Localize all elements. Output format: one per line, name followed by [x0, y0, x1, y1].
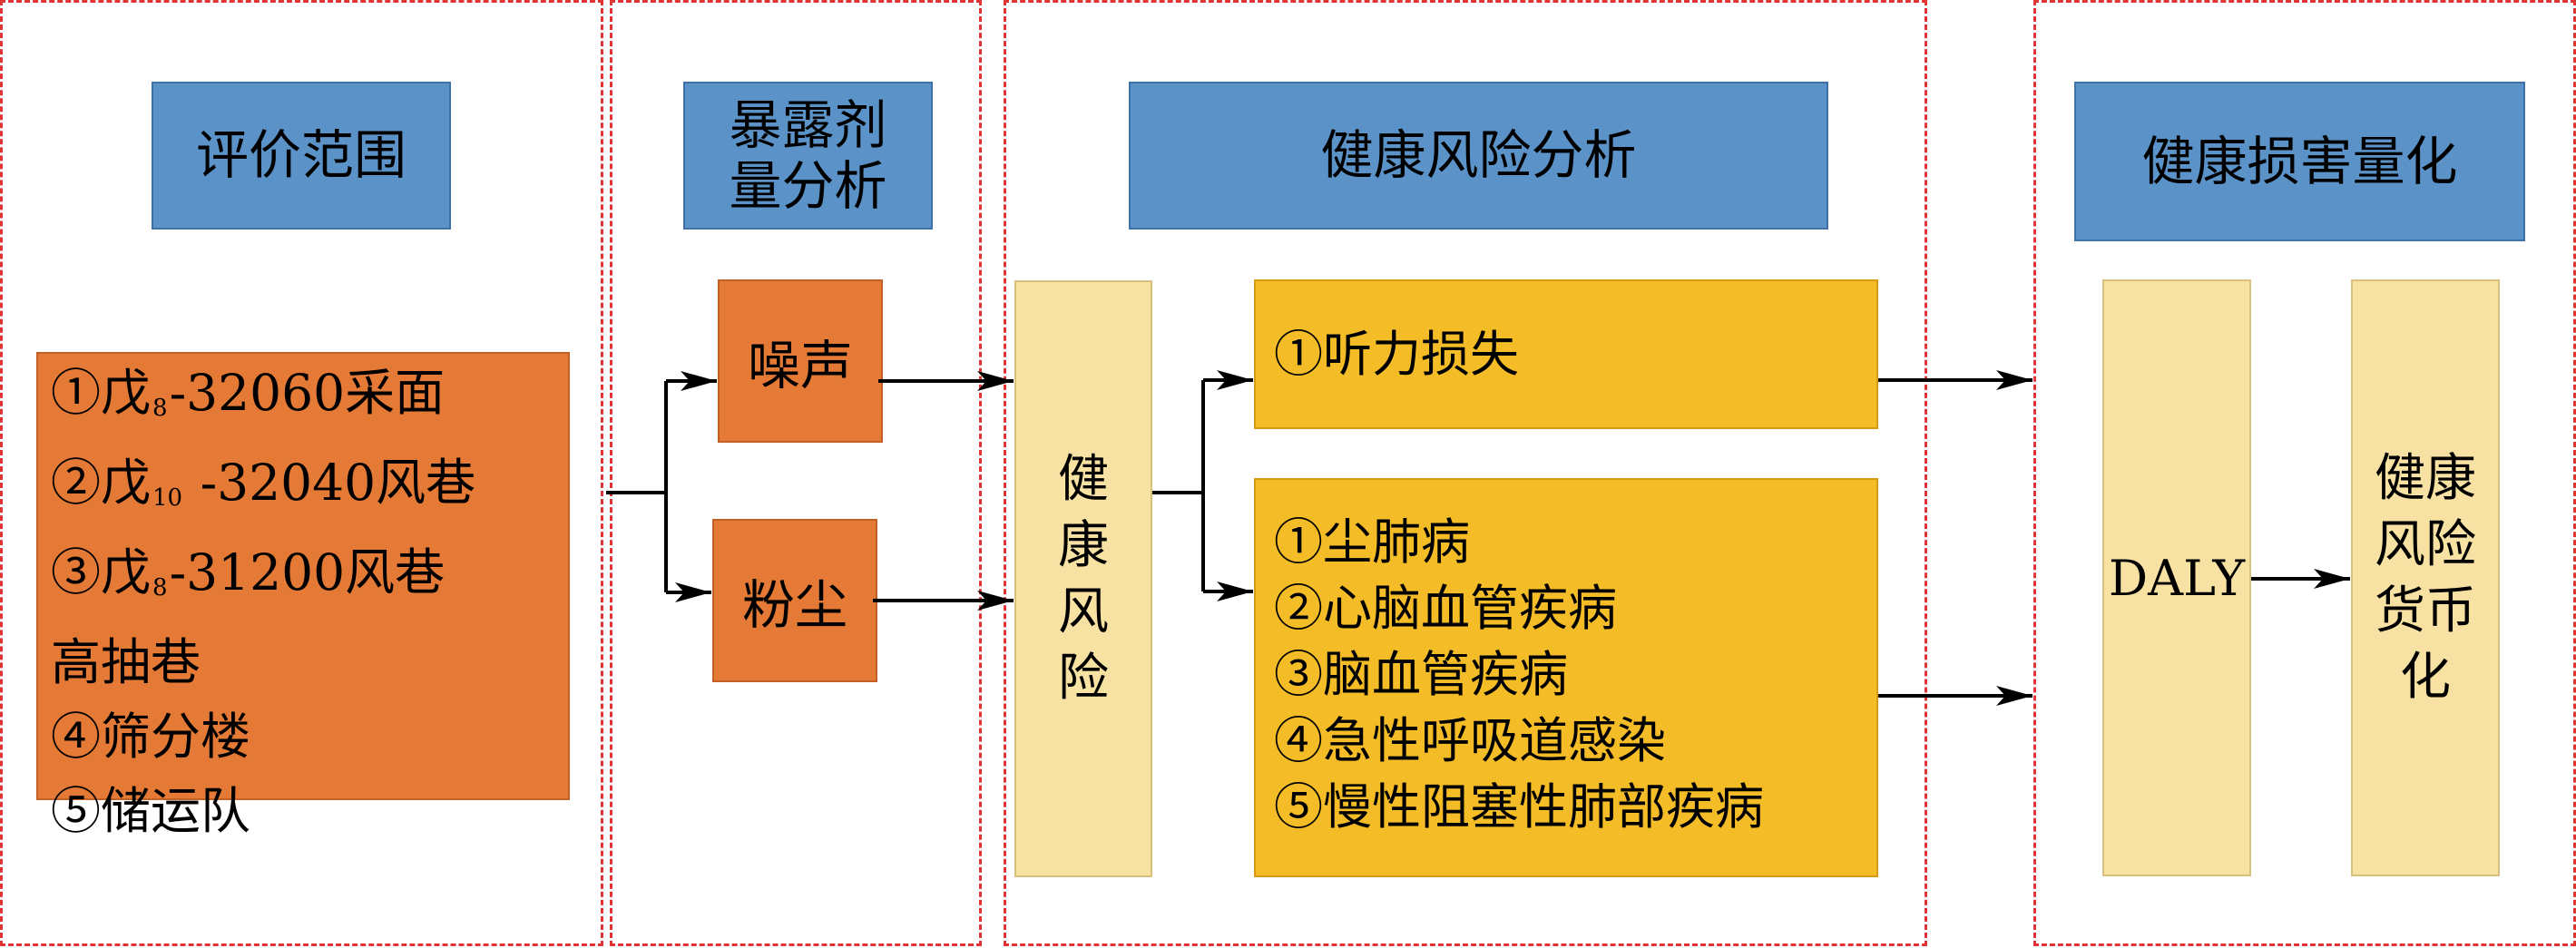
scope-item-4: ④筛分楼 — [51, 708, 251, 766]
health-risk-box: 健康风险 — [1014, 280, 1152, 877]
scope-list: ①戊8-32060采面 ②戊10 -32040风巷 ③戊8-31200风巷 高抽… — [36, 352, 570, 840]
dust-effect-3: ③脑血管疾病 — [1274, 646, 1568, 703]
noise-effects-box: ①听力损失 — [1254, 279, 1878, 429]
scope-item-2: ②戊10 -32040风巷 — [51, 454, 476, 512]
risk-branch-line — [1152, 380, 1205, 591]
daly-label: DALY — [2108, 549, 2246, 607]
quant-header: 健康损害量化 — [2074, 82, 2525, 241]
noise-box: 噪声 — [718, 279, 883, 443]
scope-item-1: ①戊8-32060采面 — [51, 364, 446, 422]
scope-section — [0, 0, 603, 946]
noise-effect-1: ①听力损失 — [1274, 326, 1519, 383]
dust-effects-box: ①尘肺病 ②心脑血管疾病 ③脑血管疾病 ④急性呼吸道感染 ⑤慢性阻塞性肺部疾病 — [1254, 478, 1878, 877]
monetize-box: 健康风险货币化 — [2351, 279, 2500, 876]
health-risk-label: 健康风险 — [1058, 450, 1109, 708]
quant-section — [2033, 0, 2576, 946]
scope-item-3: ③戊8-31200风巷 — [51, 543, 446, 601]
dust-effect-5: ⑤慢性阻塞性肺部疾病 — [1274, 778, 1764, 836]
daly-box: DALY — [2102, 279, 2251, 876]
exposure-header-line1: 暴露剂 — [729, 93, 887, 156]
scope-item-3-cont: 高抽巷 — [51, 633, 201, 691]
dust-box: 粉尘 — [712, 519, 877, 682]
dust-effect-2: ②心脑血管疾病 — [1274, 580, 1617, 637]
scope-header: 评价范围 — [152, 82, 451, 230]
exposure-header-line2: 量分析 — [729, 154, 887, 217]
scope-branch-line — [606, 381, 668, 592]
dust-effect-4: ④急性呼吸道感染 — [1274, 712, 1666, 769]
monetize-label: 健康风险货币化 — [2375, 449, 2476, 707]
dust-effect-1: ①尘肺病 — [1274, 513, 1470, 571]
risk-section — [1004, 0, 1927, 946]
scope-item-5: ⑤储运队 — [51, 782, 251, 840]
exposure-header: 暴露剂 量分析 — [683, 82, 933, 230]
risk-header: 健康风险分析 — [1129, 82, 1828, 230]
exposure-section — [610, 0, 982, 946]
